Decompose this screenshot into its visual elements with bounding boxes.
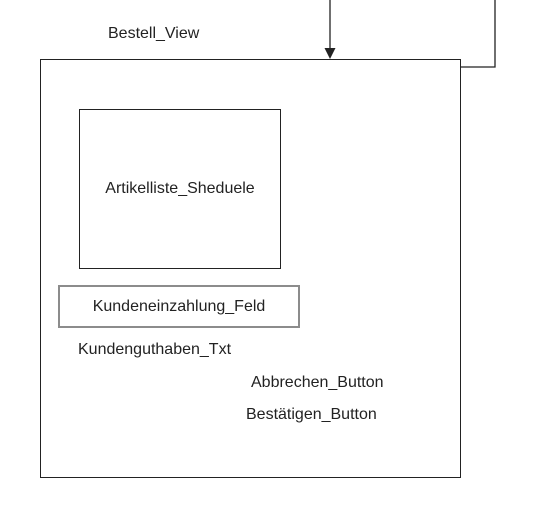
view-title: Bestell_View (108, 25, 200, 42)
customer-deposit-field[interactable]: Kundeneinzahlung_Feld (58, 285, 300, 328)
confirm-button[interactable]: Bestätigen_Button (246, 406, 377, 423)
article-list-label: Artikelliste_Sheduele (105, 180, 255, 197)
customer-balance-text: Kundenguthaben_Txt (78, 341, 232, 358)
bestell-view-frame (40, 59, 461, 478)
arrow-head-icon (324, 48, 336, 59)
customer-deposit-label: Kundeneinzahlung_Feld (92, 297, 266, 315)
cancel-button[interactable]: Abbrechen_Button (251, 374, 384, 391)
article-list-schedule: Artikelliste_Sheduele (79, 109, 281, 269)
incoming-connector (461, 0, 496, 68)
